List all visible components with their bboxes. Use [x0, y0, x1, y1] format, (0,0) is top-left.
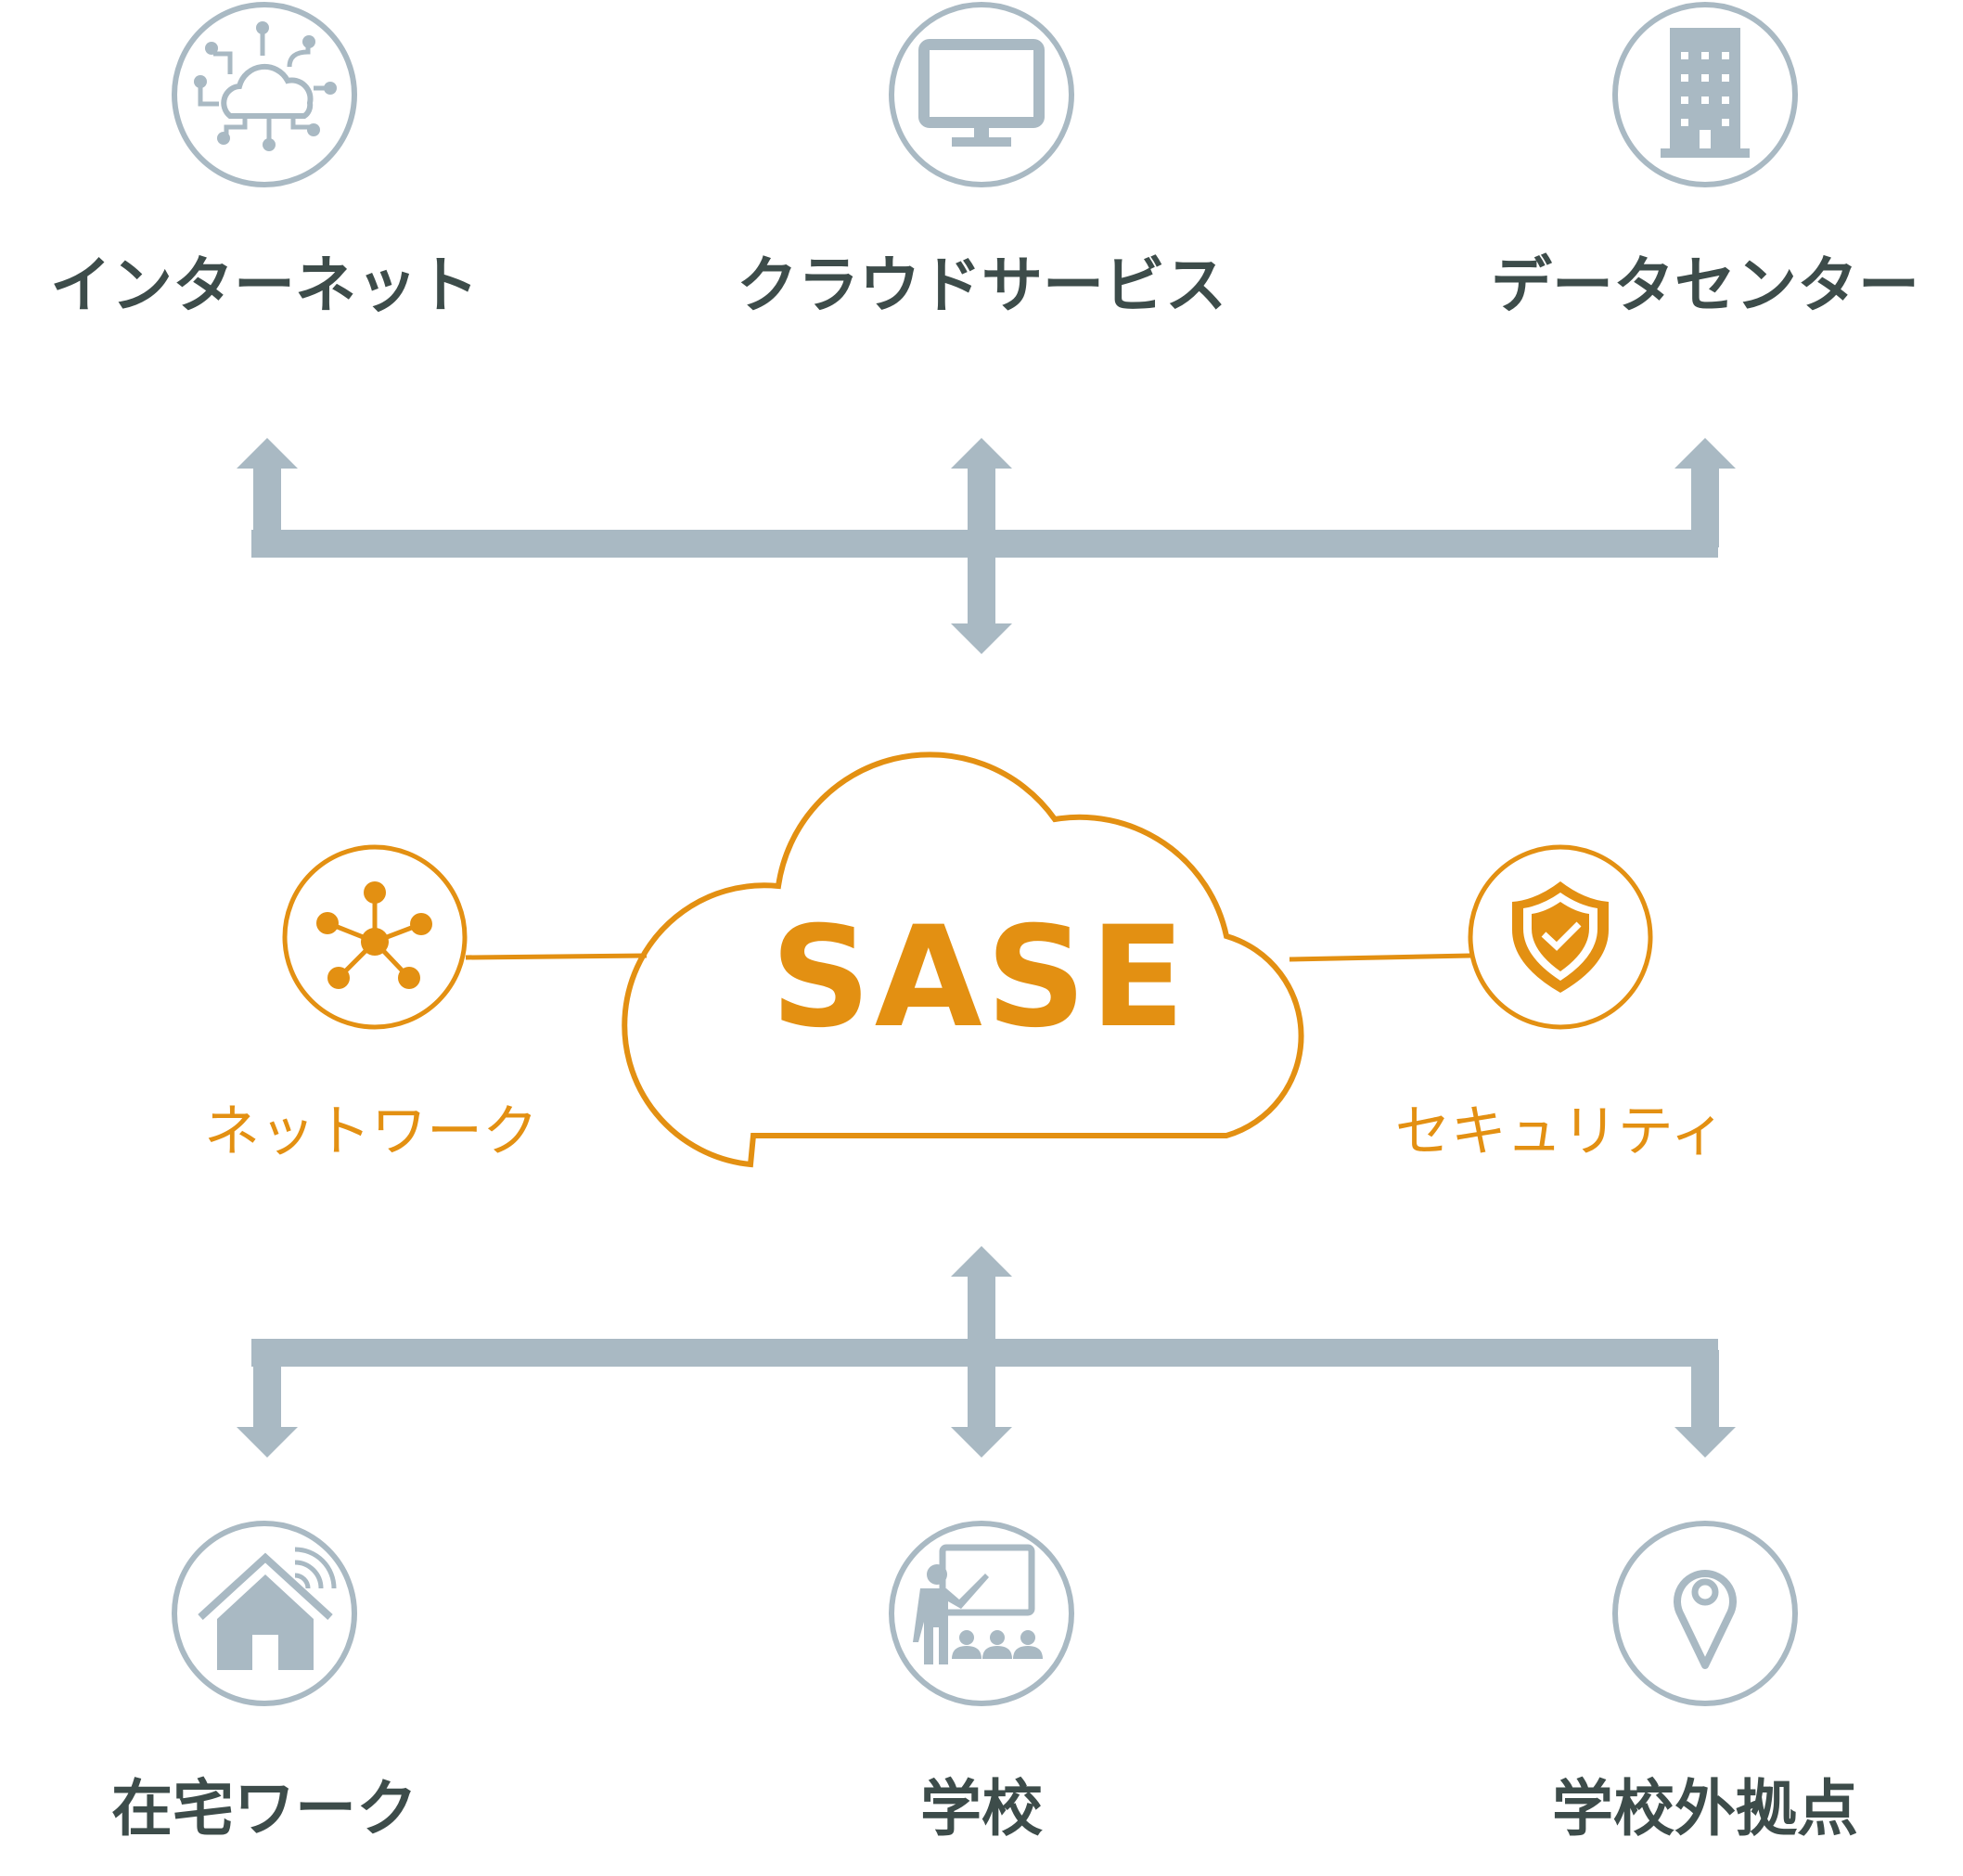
destination-label-cloud-services: クラウドサービス — [737, 250, 1226, 321]
cloud-network-icon — [172, 2, 357, 187]
source-label-home-work: 在宅ワーク — [111, 1773, 417, 1844]
building-icon — [1612, 2, 1798, 187]
sase-cloud: SASE — [622, 752, 1304, 1168]
bottom-connector-arrows — [237, 1246, 1736, 1458]
sase-title: SASE — [771, 897, 1189, 1059]
monitor-icon — [889, 2, 1074, 187]
top-connector-arrows — [237, 438, 1736, 654]
destination-label-data-center: データセンター — [1491, 250, 1919, 321]
map-pin-icon — [1612, 1521, 1798, 1706]
source-label-school: 学校 — [920, 1773, 1043, 1844]
destination-label-internet: インターネット — [50, 250, 479, 321]
classroom-icon — [889, 1521, 1074, 1706]
home-wifi-icon — [172, 1521, 357, 1706]
shield-check-icon — [1468, 844, 1653, 1030]
source-label-off-campus: 学校外拠点 — [1552, 1773, 1858, 1844]
security-connector-line — [1289, 953, 1471, 962]
security-label: セキュリティ — [1395, 1099, 1726, 1164]
network-label: ネットワーク — [204, 1099, 538, 1164]
network-connector-line — [465, 953, 648, 960]
network-hub-icon — [282, 844, 468, 1030]
